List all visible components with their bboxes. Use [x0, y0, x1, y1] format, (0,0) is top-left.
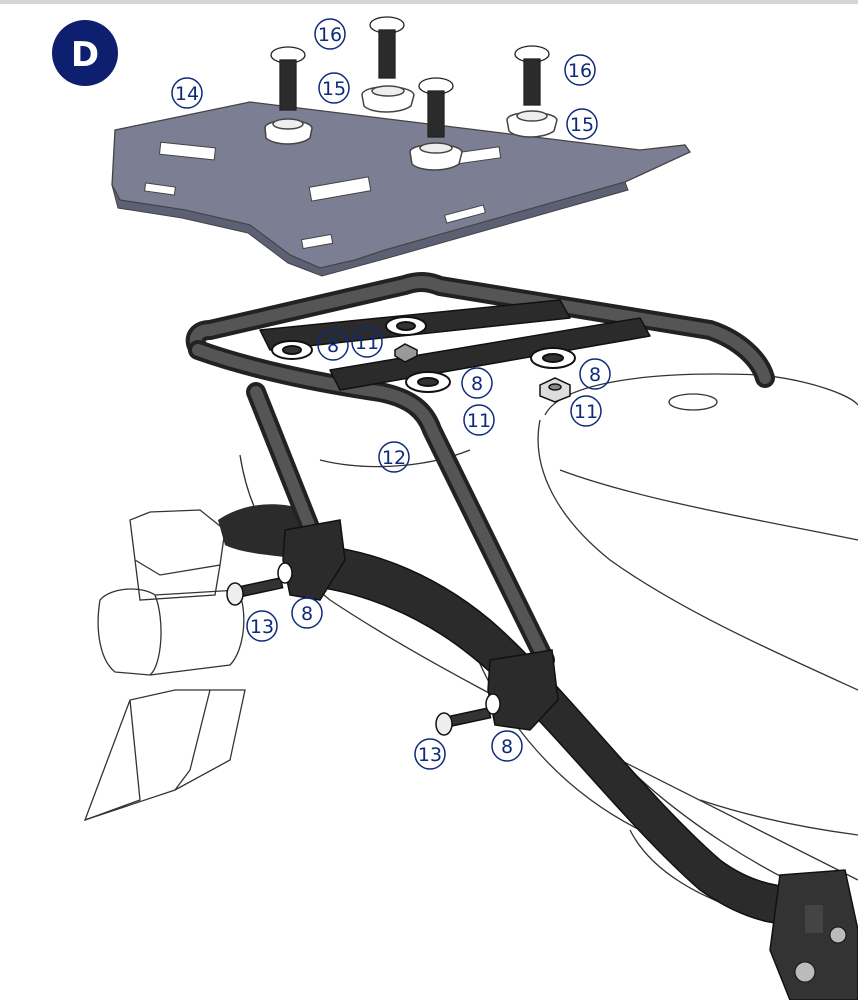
- callout-number: 11: [355, 332, 379, 354]
- callout-labels: 16 14 15 16 15 8 11 8 8 11 11 12 13 8 13…: [171, 18, 611, 770]
- callout-8-right: 8: [491, 730, 523, 762]
- side-bolts: [226, 562, 501, 736]
- callout-8-left: 8: [291, 597, 323, 629]
- callout-number: 13: [418, 744, 442, 766]
- callout-13-right: 13: [414, 738, 446, 770]
- rack-nuts: [394, 343, 571, 403]
- callout-number: 8: [327, 335, 339, 357]
- callout-14: 14: [171, 77, 203, 109]
- callout-16-top-left: 16: [314, 18, 346, 50]
- step-badge: D: [52, 20, 118, 86]
- top-border: [0, 0, 858, 4]
- callout-number: 8: [471, 373, 483, 395]
- callout-16-right: 16: [564, 54, 596, 86]
- mounting-brackets: [282, 519, 559, 731]
- step-badge-label: D: [71, 35, 99, 75]
- callout-8-rack-right: 8: [579, 358, 611, 390]
- callout-8-rack-middle: 8: [461, 367, 493, 399]
- callout-11-rack-left: 11: [351, 326, 383, 358]
- side-frame-bar: [299, 544, 858, 1000]
- plate-washers: [264, 85, 558, 171]
- callout-number: 15: [322, 78, 346, 100]
- callout-13-left: 13: [246, 610, 278, 642]
- callout-8-rack-left: 8: [317, 329, 349, 361]
- callout-number: 12: [382, 447, 406, 469]
- plate-bolts: [270, 16, 550, 138]
- callout-number: 15: [570, 114, 594, 136]
- callout-number: 11: [467, 410, 491, 432]
- callout-number: 11: [574, 401, 598, 423]
- top-case-plate: [111, 101, 691, 277]
- callout-15-right: 15: [566, 108, 598, 140]
- callout-number: 16: [568, 60, 592, 82]
- callout-11-rack-middle: 11: [463, 404, 495, 436]
- callout-number: 13: [250, 616, 274, 638]
- luggage-rack: [185, 272, 775, 670]
- callout-number: 8: [589, 364, 601, 386]
- callout-number: 8: [301, 603, 313, 625]
- callout-number: 8: [501, 736, 513, 758]
- callout-number: 16: [318, 24, 342, 46]
- callout-number: 14: [175, 83, 199, 105]
- rack-washers: [271, 316, 576, 393]
- seat-mount-hole: [668, 393, 718, 411]
- callout-15-left: 15: [318, 72, 350, 104]
- callout-12: 12: [378, 441, 410, 473]
- callout-11-rack-right: 11: [570, 395, 602, 427]
